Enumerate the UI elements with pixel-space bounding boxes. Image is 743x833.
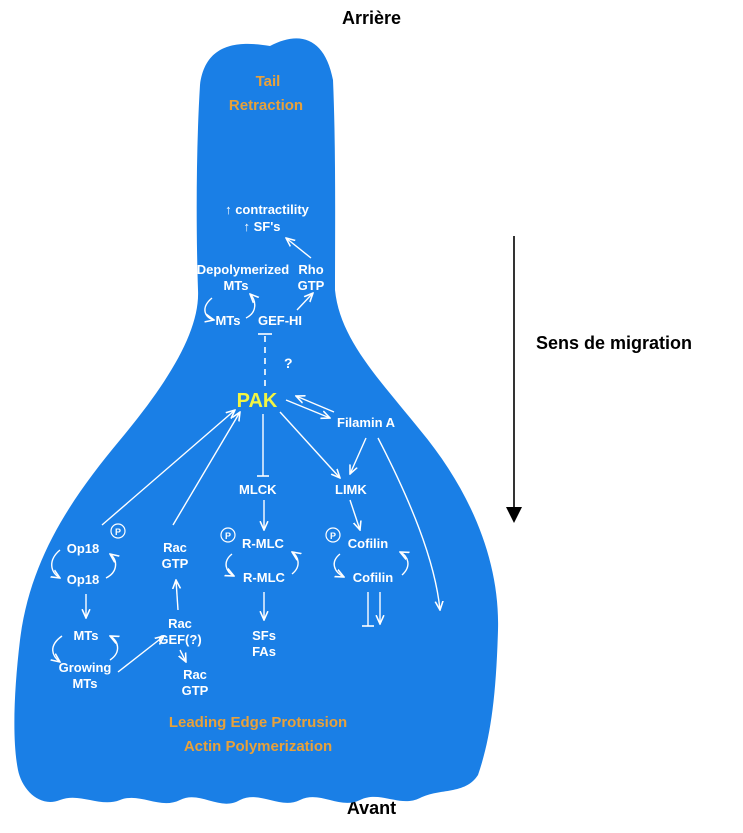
cell-body bbox=[14, 38, 499, 804]
filamin-label: Filamin A bbox=[337, 415, 396, 430]
cofilin-cycle-left bbox=[333, 553, 344, 577]
p-rmlc-label: R-MLC bbox=[242, 536, 284, 551]
rmlc-phospho-p: P bbox=[225, 531, 231, 541]
mts-mid-label: MTs bbox=[215, 313, 240, 328]
op18-p-label: Op18 bbox=[67, 541, 100, 556]
rac-1-gtp-label: GTP bbox=[162, 556, 189, 571]
contractility-label: ↑ contractility bbox=[225, 202, 310, 217]
rac-1-label: Rac bbox=[163, 540, 187, 555]
racgef-to-racgtp-arrow bbox=[176, 580, 178, 611]
limk-label: LIMK bbox=[335, 482, 367, 497]
growing-label: Growing bbox=[59, 660, 112, 675]
tail-label: Tail bbox=[256, 73, 281, 90]
cofilin-phospho-p: P bbox=[330, 531, 336, 541]
growing-mts-label: MTs bbox=[72, 676, 97, 691]
rho-to-contractility-arrow bbox=[286, 238, 312, 259]
sfs-up-label: ↑ SF's bbox=[243, 219, 280, 234]
racgtp-to-pak-arrow bbox=[172, 412, 240, 526]
rmlc-cycle-right bbox=[292, 552, 298, 575]
gefhi-to-rho-arrow bbox=[296, 293, 313, 311]
gef-hi-label: GEF-HI bbox=[258, 313, 302, 328]
cofilin-label: Cofilin bbox=[353, 570, 393, 585]
actin-polymerization-label: Actin Polymerization bbox=[184, 738, 332, 755]
op18-label: Op18 bbox=[67, 572, 100, 587]
rac-2-label: Rac bbox=[183, 667, 207, 682]
p-cofilin-label: Cofilin bbox=[348, 536, 388, 551]
rmlc-phospho-circle bbox=[220, 527, 236, 543]
growing-to-racgef-arrow bbox=[117, 636, 164, 673]
rmlc-label: R-MLC bbox=[243, 570, 285, 585]
retraction-label: Retraction bbox=[229, 97, 303, 114]
pak-label: PAK bbox=[237, 390, 278, 412]
mts-low-cycle-left bbox=[53, 635, 63, 662]
rac-2-gtp-label: GTP bbox=[182, 683, 209, 698]
mts-cycle-right-arrow bbox=[245, 294, 255, 319]
leading-edge-label: Leading Edge Protrusion bbox=[169, 714, 347, 731]
op18-phospho-p: P bbox=[115, 527, 121, 537]
migration-direction-label: Sens de migration bbox=[536, 333, 693, 353]
mts-low-label: MTs bbox=[73, 628, 98, 643]
mts-cycle-left-arrow bbox=[204, 297, 214, 320]
rac-gef-2-label: GEF(?) bbox=[158, 632, 201, 647]
op18-phospho-circle bbox=[110, 523, 126, 539]
sfs-label: SFs bbox=[252, 628, 276, 643]
cofilin-phospho-circle bbox=[325, 527, 341, 543]
filamin-long-arrow bbox=[377, 437, 440, 610]
pak-to-limk-arrow bbox=[279, 411, 340, 478]
mts-top-label: MTs bbox=[223, 278, 248, 293]
limk-to-cofilin-arrow bbox=[349, 499, 360, 530]
rho-label: Rho bbox=[298, 262, 323, 277]
op18-cycle-right bbox=[105, 554, 116, 579]
rear-label: Arrière bbox=[341, 8, 402, 28]
pak-to-filamin-arrow bbox=[285, 399, 330, 418]
filamin-to-pak-arrow bbox=[296, 396, 335, 413]
filamin-to-limk-arrow bbox=[350, 437, 367, 474]
fas-label: FAs bbox=[252, 644, 276, 659]
rac-gef-label: Rac bbox=[168, 616, 192, 631]
cofilin-cycle-right bbox=[400, 552, 408, 576]
mts-low-cycle-right bbox=[110, 636, 118, 661]
op18-cycle-left bbox=[52, 549, 60, 578]
depolymerized-label: Depolymerized bbox=[197, 262, 290, 277]
rmlc-cycle-left bbox=[226, 553, 234, 576]
mlck-label: MLCK bbox=[239, 482, 277, 497]
front-label: Avant bbox=[346, 798, 397, 818]
rho-gtp-label: GTP bbox=[298, 278, 325, 293]
racgef-to-rac2-arrow bbox=[180, 649, 186, 662]
pak-to-op18-arrow bbox=[101, 410, 235, 526]
question-mark: ? bbox=[284, 355, 293, 371]
